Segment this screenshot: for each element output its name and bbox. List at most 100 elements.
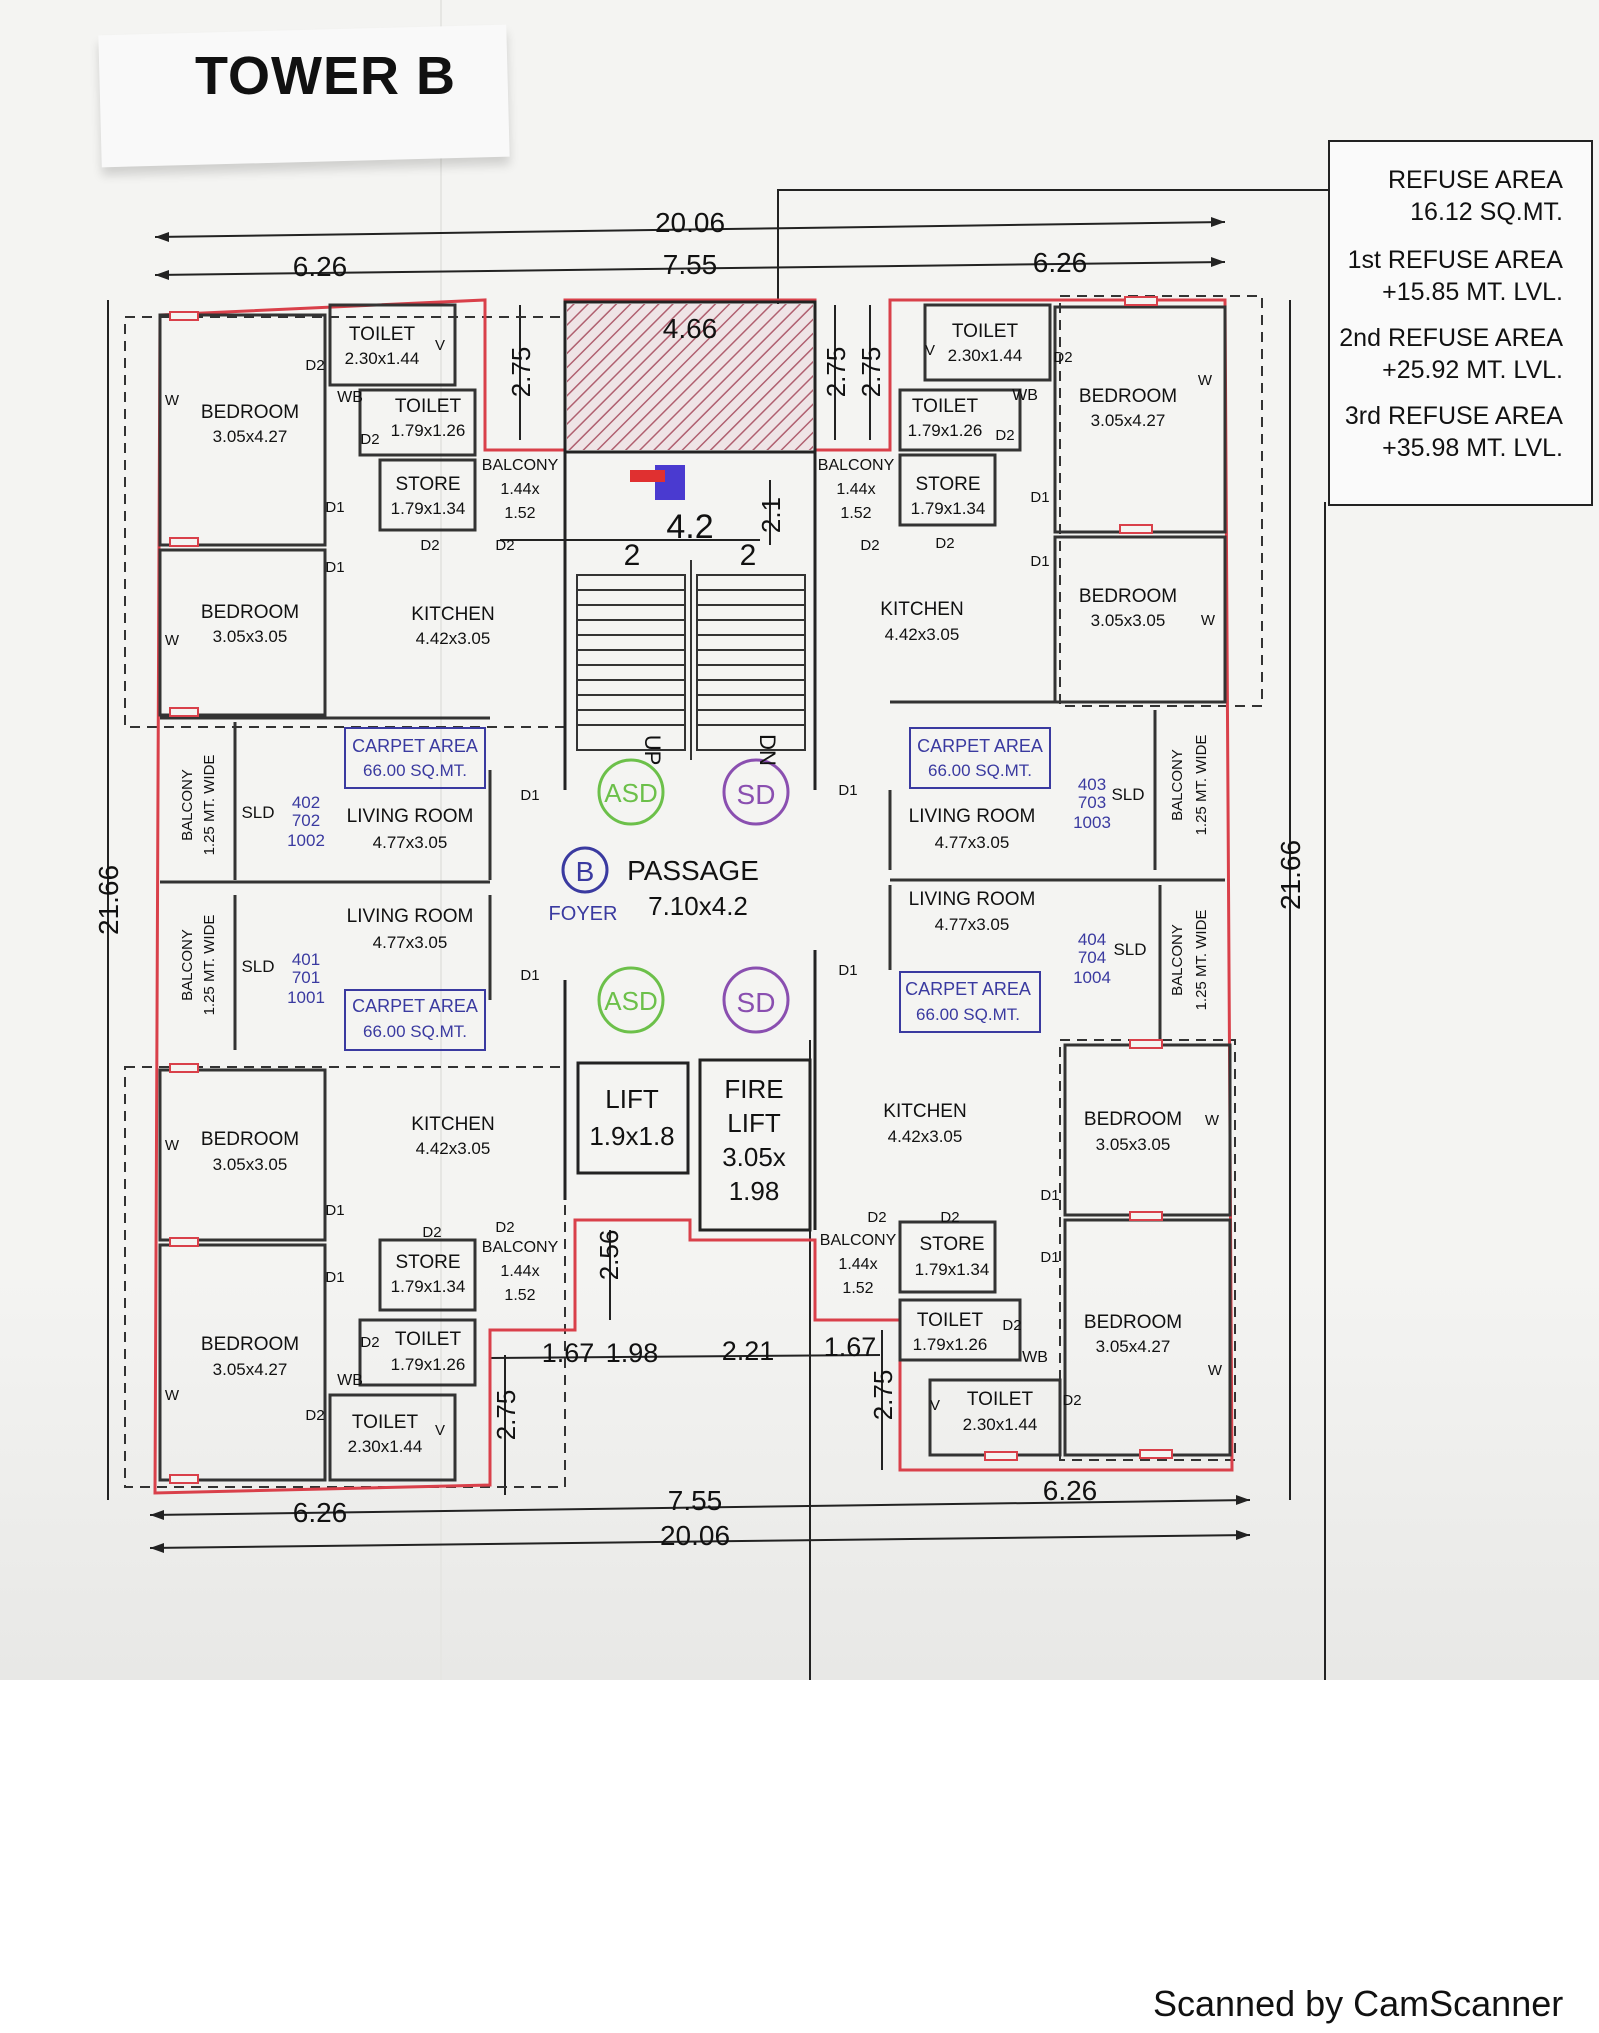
room-name: BEDROOM <box>201 602 299 623</box>
door-label: D1 <box>1040 1187 1059 1204</box>
asd-label: ASD <box>604 986 657 1016</box>
room-name: TOILET <box>352 1412 419 1433</box>
bedroom-wall <box>158 548 327 717</box>
toilet-wall <box>898 388 1022 452</box>
room-name: STORE <box>395 1252 460 1273</box>
room-size: 1.25 MT. WIDE <box>201 915 218 1016</box>
legend-text: +35.98 MT. LVL. <box>1382 434 1563 462</box>
sld-label: SLD <box>241 803 274 822</box>
dim-bottom-seg: 1.67 <box>824 1332 877 1362</box>
flat-number: 702 <box>292 811 320 830</box>
dim-overall-depth-left: 21.66 <box>93 865 124 935</box>
window <box>169 1063 199 1073</box>
unit-labels-top-right: TOILET 2.30x1.44 TOILET 1.79x1.26 STORE … <box>818 321 1216 852</box>
flat-number: 403 <box>1078 775 1106 794</box>
dim-bottom-seg: 2.21 <box>722 1336 775 1366</box>
legend-text: +15.85 MT. LVL. <box>1382 278 1563 306</box>
dim-wing-width: 6.26 <box>293 251 348 282</box>
paper-fold <box>440 0 442 1680</box>
tower-letter: B <box>576 856 595 887</box>
core-walls <box>563 300 817 1232</box>
dim-stair-total: 4.2 <box>666 508 713 546</box>
bedroom-wall <box>1063 1043 1232 1217</box>
toilet-wall <box>358 1318 477 1387</box>
arrow <box>150 1543 164 1553</box>
room-name: KITCHEN <box>411 1114 494 1135</box>
lift-box <box>576 1061 690 1175</box>
room-name: LIVING ROOM <box>347 806 474 827</box>
window <box>1129 1211 1163 1221</box>
carpet-area-size: 66.00 SQ.MT. <box>363 761 467 780</box>
core-labels: PASSAGE 7.10x4.2 FOYER B ASD SD ASD SD U… <box>549 734 786 1206</box>
window <box>1119 524 1153 534</box>
lift-size: 1.9x1.8 <box>589 1121 674 1151</box>
sd-label: SD <box>737 987 776 1018</box>
fire-lift-box <box>698 1058 812 1232</box>
room-size: 2.30x1.44 <box>348 1437 423 1456</box>
room-size: 1.79x1.26 <box>391 1355 466 1374</box>
door-label: D2 <box>935 535 954 552</box>
carpet-area-label: CARPET AREA <box>352 996 478 1016</box>
window-label: W <box>1201 612 1216 629</box>
room-size: 3.05x4.27 <box>213 1360 288 1379</box>
refuse-area-box <box>563 300 817 454</box>
room-name: STORE <box>919 1234 984 1255</box>
door-label: D2 <box>995 427 1014 444</box>
page-shadow <box>0 1270 1599 1680</box>
leader-line <box>777 189 1328 350</box>
dim-wing-width: 6.26 <box>1043 1475 1098 1506</box>
arrow <box>1211 217 1225 227</box>
door-label: D2 <box>1062 1392 1081 1409</box>
room-name: BALCONY <box>1169 749 1186 821</box>
room-size: 3.05x3.05 <box>213 627 288 646</box>
bedroom-wall <box>158 1243 327 1482</box>
door-label: D2 <box>422 1224 441 1241</box>
room-size: 1.79x1.34 <box>911 499 986 518</box>
room-name: BEDROOM <box>1084 1312 1182 1333</box>
room-name: TOILET <box>395 396 462 417</box>
room-name: BALCONY <box>820 1232 897 1249</box>
room-size: 3.05x4.27 <box>213 427 288 446</box>
door-label: D2 <box>360 431 379 448</box>
door-label: D2 <box>1053 349 1072 366</box>
room-size: 4.77x3.05 <box>373 933 448 952</box>
sld-label: SLD <box>1113 940 1146 959</box>
sld-label: SLD <box>1111 785 1144 804</box>
unit-labels-bottom-right: LIVING ROOM 4.77x3.05 SLD KITCHEN 4.42x3… <box>820 889 1223 1434</box>
arrow <box>155 270 169 280</box>
room-size: 1.44x <box>500 1263 539 1280</box>
wb-label: WB <box>1022 1349 1048 1366</box>
dim-offset: 2.75 <box>491 1390 521 1441</box>
legend-text: 2nd REFUSE AREA <box>1339 324 1563 352</box>
window-label: W <box>1208 1362 1223 1379</box>
door-label: D1 <box>520 787 539 804</box>
room-name: BALCONY <box>482 457 559 474</box>
legend-row: 1st REFUSE AREA+15.85 MT. LVL. <box>1348 244 1563 308</box>
unit-labels-top-left: BEDROOM 3.05x4.27 BEDROOM 3.05x3.05 TOIL… <box>165 324 559 855</box>
carpet-area-box <box>899 971 1041 1033</box>
room-name: LIVING ROOM <box>347 906 474 927</box>
window <box>1139 1449 1173 1459</box>
room-size: 4.42x3.05 <box>888 1127 963 1146</box>
store-wall <box>378 1238 477 1312</box>
room-size: 3.05x4.27 <box>1091 411 1166 430</box>
dim-refuse-width: 4.66 <box>663 313 718 344</box>
dim-offset: 2.75 <box>821 347 851 398</box>
window <box>1129 1039 1163 1049</box>
room-name: TOILET <box>912 396 979 417</box>
sd-label: SD <box>737 779 776 810</box>
window-label: W <box>1205 1112 1220 1129</box>
room-name: TOILET <box>395 1329 462 1350</box>
dim-line-overall-bottom <box>149 1534 1251 1549</box>
flat-numbers: 402 702 1002 401 701 1001 403 703 1003 4… <box>287 775 1111 1007</box>
flat-number: 1002 <box>287 831 325 850</box>
door-label: D2 <box>867 1209 886 1226</box>
tower-badge <box>561 846 609 894</box>
arrow <box>1236 1530 1250 1540</box>
sld-label: SLD <box>241 957 274 976</box>
flat-number: 1003 <box>1073 813 1111 832</box>
legend-text: REFUSE AREA <box>1387 166 1563 194</box>
room-size: 1.44x <box>500 481 539 498</box>
scanner-footer: Scanned by CamScanner <box>1153 1983 1564 2024</box>
